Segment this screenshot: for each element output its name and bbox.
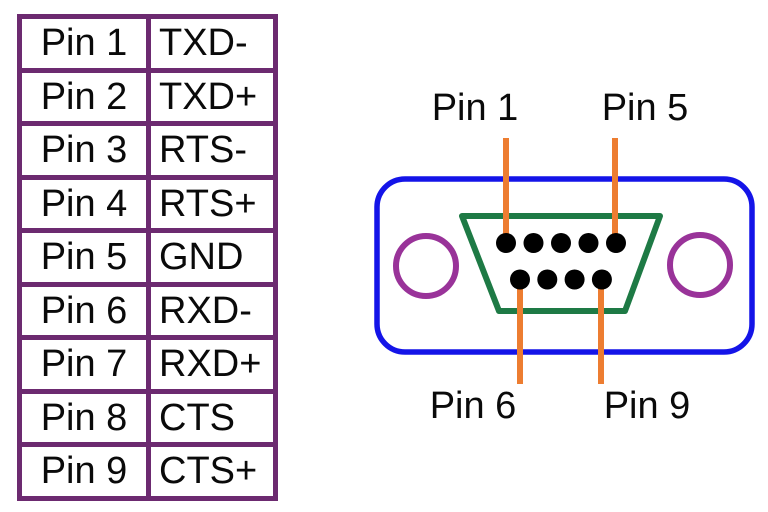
pin-signal-cell: RXD+ [146, 335, 278, 394]
pin-number-cell: Pin 5 [17, 228, 151, 287]
pin-number-cell: Pin 6 [17, 281, 151, 340]
table-row: Pin 1 TXD- [17, 14, 278, 73]
pin-signal-cell: GND [146, 228, 278, 287]
table-row: Pin 4 RTS+ [17, 174, 278, 233]
table-row: Pin 9 CTS+ [17, 442, 278, 501]
pin-number-cell: Pin 3 [17, 121, 151, 180]
right-screw-hole [667, 232, 733, 298]
pin-signal-cell: TXD- [146, 14, 278, 73]
dsub-shell-outline [459, 213, 663, 314]
pin-dot [564, 269, 585, 290]
pin-number-cell: Pin 1 [17, 14, 151, 73]
pin-dot [606, 233, 626, 253]
pin-dot [578, 233, 599, 253]
table-row: Pin 2 TXD+ [17, 67, 278, 126]
callout-pin5: Pin 5 [601, 87, 689, 129]
callout-pin9: Pin 9 [603, 385, 691, 427]
pin-number-cell: Pin 9 [17, 442, 151, 501]
pin-signal-cell: CTS+ [146, 442, 278, 501]
pin-dot [591, 269, 612, 290]
pin-number-cell: Pin 2 [17, 67, 151, 126]
pin-signal-cell: TXD+ [146, 67, 278, 126]
pin-signal-cell: RTS+ [146, 174, 278, 233]
pin-dot [496, 233, 516, 253]
pin-dot [523, 233, 544, 253]
pinout-table: Pin 1 TXD- Pin 2 TXD+ Pin 3 RTS- Pin 4 R… [17, 14, 278, 501]
pin-field [496, 233, 626, 290]
connector-body-outline [374, 176, 755, 355]
table-row: Pin 3 RTS- [17, 121, 278, 180]
pin-dot [537, 269, 558, 290]
callout-pin1: Pin 1 [431, 87, 519, 129]
table-row: Pin 6 RXD- [17, 281, 278, 340]
left-screw-hole [393, 233, 459, 299]
table-row: Pin 8 CTS [17, 388, 278, 447]
pin-signal-cell: CTS [146, 388, 278, 447]
pin-signal-cell: RXD- [146, 281, 278, 340]
pin-signal-cell: RTS- [146, 121, 278, 180]
pin-dot [551, 233, 571, 253]
pin-number-cell: Pin 8 [17, 388, 151, 447]
pin-dot [510, 269, 530, 290]
pinout-table-body: Pin 1 TXD- Pin 2 TXD+ Pin 3 RTS- Pin 4 R… [17, 14, 278, 501]
callout-pin6: Pin 6 [429, 385, 517, 427]
table-row: Pin 5 GND [17, 228, 278, 287]
pin-number-cell: Pin 4 [17, 174, 151, 233]
pin-number-cell: Pin 7 [17, 335, 151, 394]
table-row: Pin 7 RXD+ [17, 335, 278, 394]
